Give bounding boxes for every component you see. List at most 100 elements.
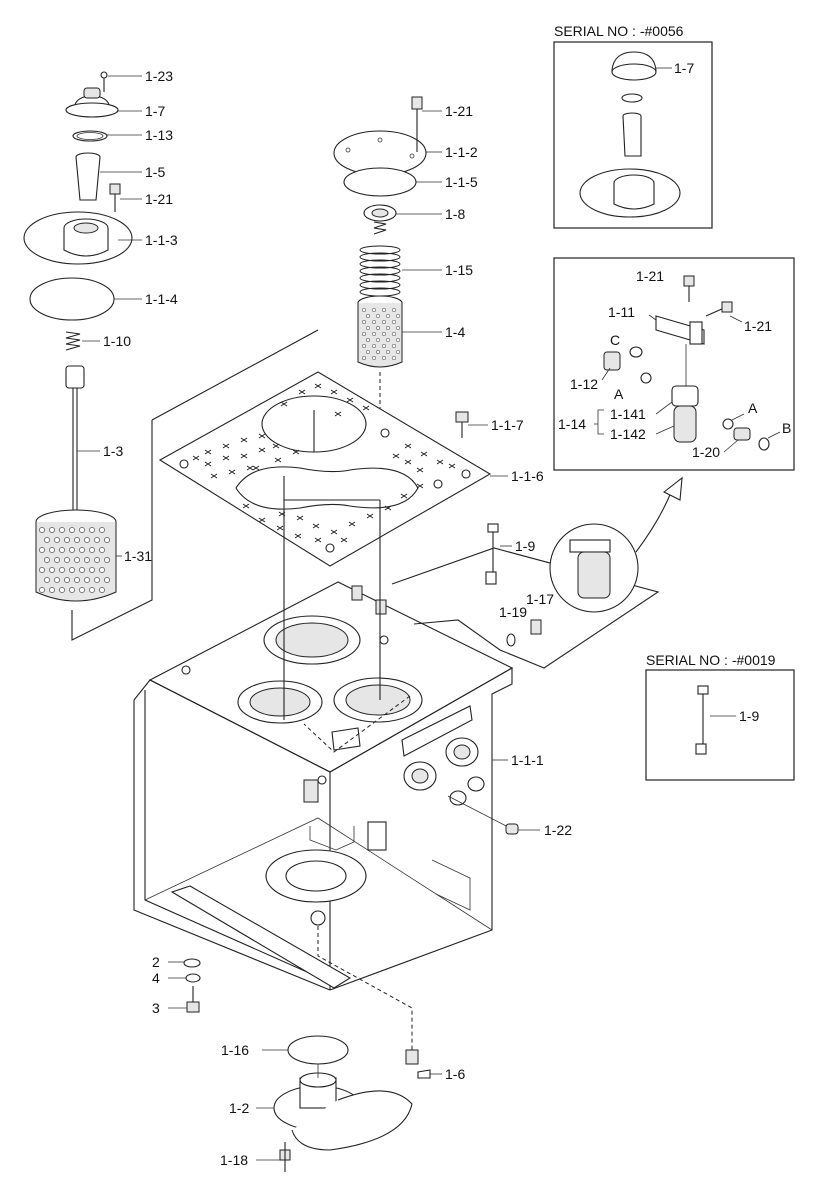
mesh-hole (365, 325, 371, 331)
mesh-hole (395, 337, 401, 343)
top-plate-1-1-6 (151, 329, 508, 567)
detail-label-a2: A (748, 400, 758, 416)
plate-hole (348, 521, 356, 527)
plate-hole (334, 411, 342, 417)
mesh-hole (391, 355, 397, 361)
mesh-hole (104, 577, 110, 583)
label-1-23: 1-23 (145, 68, 173, 84)
zoom-detail-circle (549, 476, 683, 613)
label-1-9: 1-9 (515, 538, 535, 554)
mesh-hole (49, 527, 55, 533)
mesh-hole (54, 557, 60, 563)
plate-hole (392, 453, 400, 459)
plate-hole (258, 433, 266, 439)
mesh-hole (89, 527, 95, 533)
plate-hole (298, 389, 306, 395)
spring-coil (359, 259, 401, 269)
serial-header-0019: SERIAL NO : -#0019 (646, 652, 776, 668)
detail-label-1-142: 1-142 (610, 426, 646, 442)
mesh-hole (381, 319, 387, 325)
serial-header-0056: SERIAL NO : -#0056 (554, 23, 684, 39)
mesh-hole (371, 331, 377, 337)
detail-label-1-12: 1-12 (570, 376, 598, 392)
mesh-hole (381, 307, 387, 313)
mesh-hole (395, 313, 401, 319)
strainer-1-31 (35, 509, 122, 602)
mesh-hole (74, 537, 80, 543)
spring-coils (359, 245, 401, 297)
plate-hole (384, 505, 392, 511)
detail-label-1-141: 1-141 (610, 406, 646, 422)
spring-1-10 (65, 331, 100, 351)
mesh-hole (84, 537, 90, 543)
plate-hole (228, 469, 236, 475)
label-1-6: 1-6 (445, 1066, 465, 1082)
label-1-1-6: 1-1-6 (511, 468, 544, 484)
flange-1-1-3 (23, 211, 142, 265)
plate-hole (258, 517, 266, 523)
mesh-hole (385, 325, 391, 331)
plate-hole (314, 383, 322, 389)
plate-hole (276, 525, 284, 531)
mesh-hole (89, 567, 95, 573)
label-1-2: 1-2 (229, 1100, 249, 1116)
plate-hole (294, 533, 302, 539)
mesh-hole (84, 557, 90, 563)
plate-hole (240, 453, 248, 459)
detail-label-b: B (782, 420, 791, 436)
spring-coil (359, 280, 401, 290)
mesh-hole (104, 537, 110, 543)
mesh-hole (371, 319, 377, 325)
plate-hole (242, 503, 250, 509)
plate-hole (366, 513, 374, 519)
pipe-1-5 (75, 152, 142, 201)
label-1-22: 1-22 (544, 822, 572, 838)
mesh-hole (391, 319, 397, 325)
serial-label-1-7: 1-7 (674, 60, 694, 76)
detail-label-1-21-b: 1-21 (744, 318, 772, 334)
mesh-hole (69, 567, 75, 573)
mesh-hole (94, 577, 100, 583)
detail-label-c: C (610, 332, 620, 348)
mesh-hole (39, 547, 45, 553)
oring-1-13 (72, 130, 142, 142)
mesh-hole (59, 567, 65, 573)
mesh-hole (89, 587, 95, 593)
label-1-7: 1-7 (145, 103, 165, 119)
mesh-hole (79, 587, 85, 593)
plate-hole (252, 465, 260, 471)
plate-hole (222, 443, 230, 449)
mesh-hole (385, 313, 391, 319)
label-1-17: 1-17 (526, 591, 554, 607)
label-1-15: 1-15 (445, 262, 473, 278)
plate-hole (400, 493, 408, 499)
label-1-16: 1-16 (221, 1042, 249, 1058)
plate-hole (312, 523, 320, 529)
mesh-hole (44, 557, 50, 563)
label-1-1-1: 1-1-1 (511, 752, 544, 768)
plate-hole (404, 443, 412, 449)
label-1-1-5: 1-1-5 (445, 174, 478, 190)
label-1-1-7: 1-1-7 (491, 417, 524, 433)
lower-parts (168, 958, 442, 1172)
mesh-hole (54, 577, 60, 583)
plate-hole (222, 455, 230, 461)
mesh-hole (49, 567, 55, 573)
plate-hole (420, 451, 428, 457)
mesh-hole (39, 587, 45, 593)
plate-hole (416, 467, 424, 473)
mesh-hole (64, 557, 70, 563)
plate-hole (330, 389, 338, 395)
label-1-5: 1-5 (145, 164, 165, 180)
screw-1-23 (100, 71, 142, 92)
label-1-1-3: 1-1-3 (145, 232, 178, 248)
plate-hole (292, 449, 300, 455)
plate-hole (296, 515, 304, 521)
element-1-4 (357, 295, 442, 368)
plate-hole (274, 457, 282, 463)
serial-box-0019: SERIAL NO : -#0019 1-9 (645, 652, 795, 781)
left-filter-assembly (23, 71, 153, 641)
plate-hole (280, 401, 288, 407)
label-1-13: 1-13 (145, 127, 173, 143)
